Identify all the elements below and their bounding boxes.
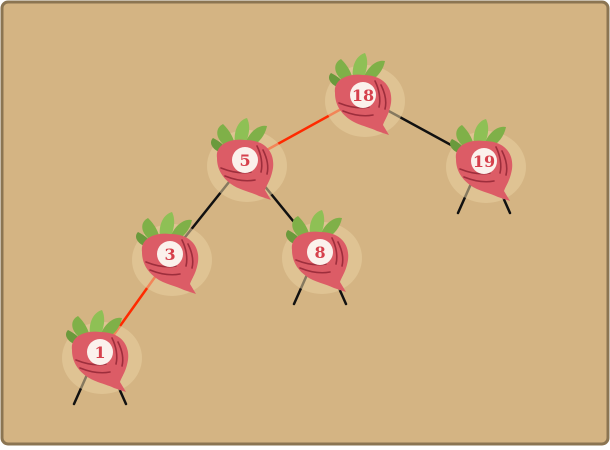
node-label-badge [157,241,183,267]
tree-node-19: 19 [446,119,526,203]
tree-node-18: 18 [325,53,405,137]
node-label-badge [471,148,497,174]
node-label: 5 [239,151,250,170]
nodes-layer: 18 5 19 3 8 1 [62,53,526,394]
node-label-badge [87,339,113,365]
node-label-badge [307,239,333,265]
tree-node-8: 8 [282,210,362,294]
node-label: 19 [473,152,495,171]
node-label: 1 [94,343,105,362]
node-label: 18 [352,86,374,105]
tree-node-1: 1 [62,310,142,394]
tree-node-5: 5 [207,118,287,202]
node-label-badge [232,147,258,173]
node-label: 8 [314,243,325,262]
node-label: 3 [164,245,175,264]
tree-node-3: 3 [132,212,212,296]
node-label-badge [350,82,376,108]
